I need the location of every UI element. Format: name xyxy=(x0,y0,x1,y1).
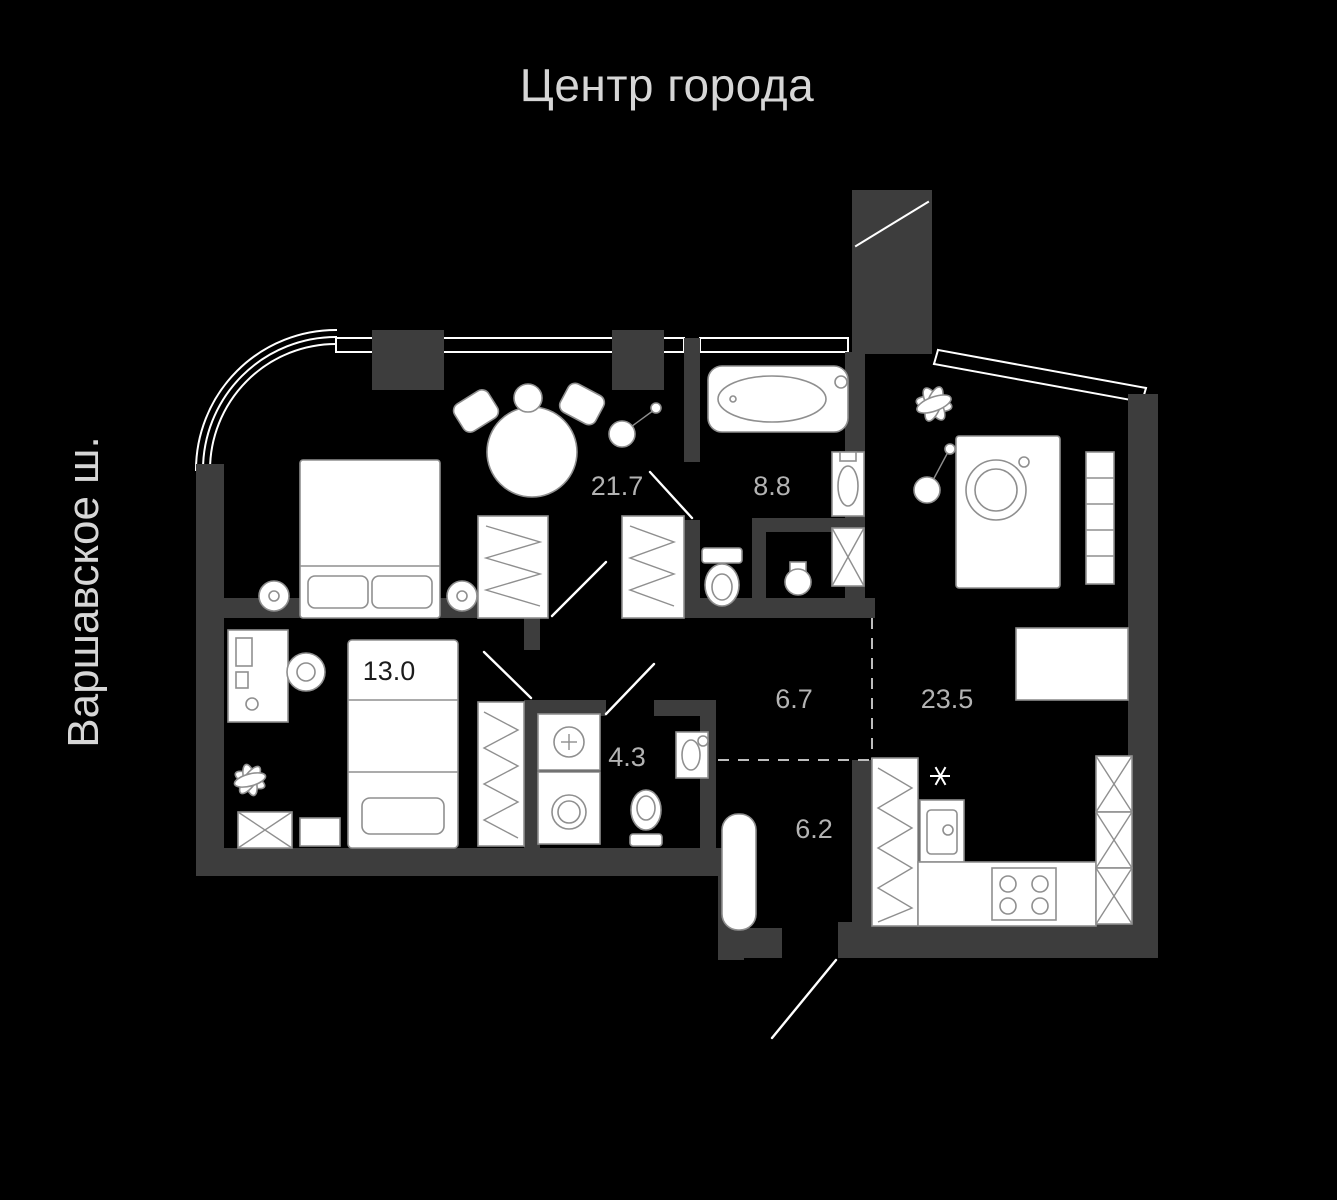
washing-machine xyxy=(831,527,865,587)
room-area-bedroom-second: 13.0 xyxy=(363,656,416,686)
toilet-second xyxy=(629,789,663,847)
single-bed xyxy=(347,639,459,849)
desk xyxy=(227,629,289,723)
round-table xyxy=(452,382,606,498)
room-area-bathroom-main: 8.8 xyxy=(753,471,791,501)
plant xyxy=(233,763,267,797)
nightstand-right xyxy=(446,580,478,612)
wardrobe-bedroom2 xyxy=(477,701,525,847)
floor-lamp-living xyxy=(913,443,956,504)
wardrobe-left xyxy=(477,515,549,619)
room-area-hallway: 6.7 xyxy=(775,684,813,714)
bathtub xyxy=(707,365,849,433)
stove xyxy=(991,867,1057,921)
shelving-unit xyxy=(1085,451,1115,585)
desk-chair xyxy=(286,652,326,692)
washer-dryer xyxy=(537,771,601,845)
lounge-chair xyxy=(965,456,1030,521)
boiler-symbol xyxy=(930,766,950,786)
kitchen-tall-cabinet xyxy=(871,757,919,927)
room-area-bedroom-main: 21.7 xyxy=(591,471,644,501)
room-area-labels: 21.7 8.8 13.0 6.7 23.5 4.3 6.2 xyxy=(363,471,974,844)
room-area-bathroom-second: 4.3 xyxy=(608,742,646,772)
double-bed xyxy=(299,459,441,619)
shower-unit xyxy=(537,713,601,771)
bench xyxy=(299,817,341,847)
room-area-living-kitchen: 23.5 xyxy=(921,684,974,714)
shaft-hatch xyxy=(854,200,930,248)
dashed-zone-divider xyxy=(718,618,873,761)
plant-living xyxy=(915,386,953,422)
walls xyxy=(196,190,1158,960)
toilet xyxy=(701,547,743,607)
door-leaves xyxy=(482,470,838,1040)
nightstand-left xyxy=(258,580,290,612)
direction-label-top: Центр города xyxy=(519,59,815,111)
kitchen-island xyxy=(1015,627,1129,701)
wardrobe-right xyxy=(621,515,685,619)
kitchen-sink xyxy=(919,799,965,863)
oven-stack xyxy=(1095,755,1133,925)
floor-lamp xyxy=(608,402,662,448)
pedestal-sink xyxy=(784,561,812,596)
room-area-entry-hall: 6.2 xyxy=(795,814,833,844)
storage-box xyxy=(237,811,293,849)
sink-second xyxy=(675,731,709,779)
bathroom-sink xyxy=(831,451,865,517)
hall-cabinet xyxy=(721,813,757,931)
